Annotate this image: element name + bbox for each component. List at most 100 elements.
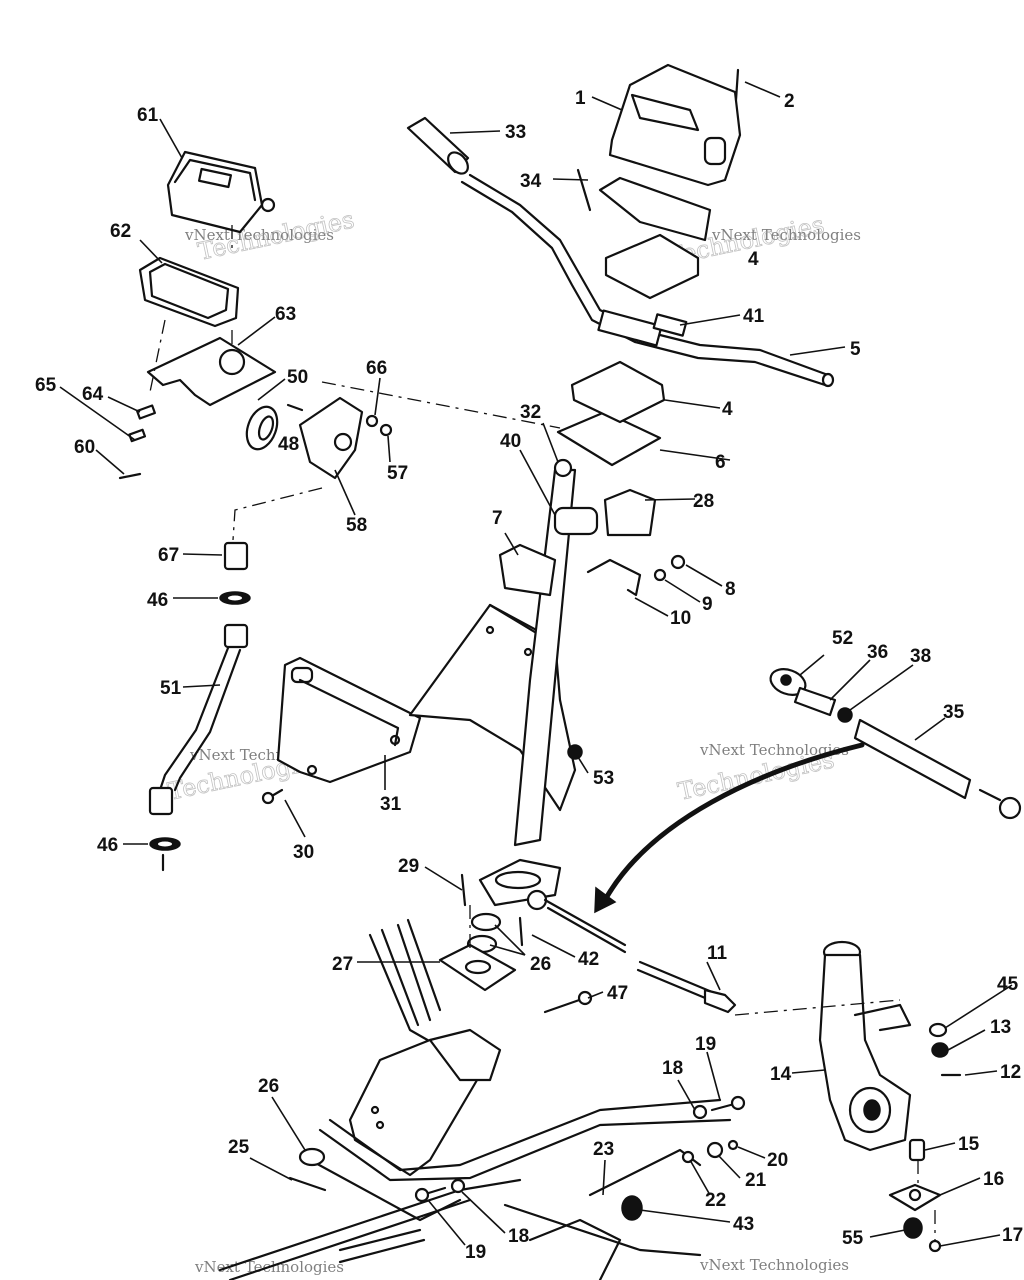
washer <box>653 568 667 582</box>
callout-label: 34 <box>520 171 542 192</box>
axle <box>338 1228 422 1252</box>
bushing <box>706 1141 724 1159</box>
callout-label: 20 <box>767 1150 788 1171</box>
callout-label: 27 <box>332 954 353 975</box>
callout-label: 26 <box>258 1076 279 1097</box>
callout-label: 12 <box>1000 1062 1021 1083</box>
callout-label: 58 <box>346 515 367 536</box>
washer <box>298 1147 326 1167</box>
callout-label: 36 <box>867 642 888 663</box>
callout-label: 1 <box>575 88 586 109</box>
bolt <box>518 916 524 947</box>
frame <box>218 918 732 1280</box>
handlebar-clamp-lower <box>570 360 666 424</box>
callout-label: 66 <box>366 358 387 379</box>
leader-lines <box>59 81 1013 1247</box>
callout-label: 13 <box>990 1017 1011 1038</box>
bolt <box>576 168 592 212</box>
callout-label: 16 <box>983 1169 1004 1190</box>
callout-label: 33 <box>505 122 526 143</box>
direction-arrow <box>594 742 865 914</box>
washer <box>928 1022 948 1038</box>
bearing-plate <box>438 943 517 992</box>
callout-label: 19 <box>695 1034 716 1055</box>
speedometer-housing <box>166 150 276 234</box>
tie-rod-outer <box>636 960 737 1014</box>
nut <box>553 458 573 478</box>
callout-label: 57 <box>387 463 408 484</box>
callout-label: 11 <box>707 943 728 964</box>
callout-label: 30 <box>293 842 314 863</box>
washer <box>365 414 379 428</box>
callout-label: 9 <box>702 594 713 615</box>
nut <box>670 554 686 570</box>
callout-label: 4 <box>748 249 759 270</box>
callout-label: 14 <box>770 1064 792 1085</box>
grommet <box>245 405 279 451</box>
callout-label: 10 <box>670 608 691 629</box>
washer <box>681 1150 695 1164</box>
watermark-text: vNext Technologies <box>711 226 861 244</box>
bushing-upper <box>603 488 657 537</box>
column-clamp <box>553 506 599 536</box>
callout-label: 29 <box>398 856 419 877</box>
watermark-text: vNext Technologies <box>699 741 849 759</box>
alignment-line <box>321 381 561 429</box>
callout-label: 19 <box>465 1242 486 1263</box>
handlebar-grip <box>406 116 470 175</box>
callout-label: 63 <box>275 304 296 325</box>
callout-label: 28 <box>693 491 714 512</box>
callout-label: 18 <box>508 1226 529 1247</box>
headlight-bracket <box>276 656 422 784</box>
bolt-head <box>261 791 275 805</box>
callout-label: 17 <box>1002 1225 1023 1246</box>
callout-label: 23 <box>593 1139 614 1160</box>
callout-label: 51 <box>160 678 182 699</box>
handlebar <box>460 173 835 388</box>
axle <box>588 1148 702 1197</box>
washer <box>470 912 502 932</box>
spindle <box>818 940 912 1152</box>
callout-label: 32 <box>520 402 541 423</box>
watermark-text: vNext Technologies <box>184 226 334 244</box>
callout-label: 40 <box>500 431 521 452</box>
bushing <box>903 1217 923 1239</box>
screw <box>734 68 740 102</box>
axle <box>503 1203 702 1257</box>
nut <box>931 1042 949 1058</box>
callout-label: 50 <box>287 367 308 388</box>
callout-label: 18 <box>662 1058 683 1079</box>
alignment-line <box>232 487 323 541</box>
callout-label: 62 <box>110 221 131 242</box>
bushing-lower <box>498 543 557 597</box>
callout-label: 45 <box>997 974 1019 995</box>
handlebar-cover <box>608 63 742 187</box>
callout-label: 5 <box>850 339 861 360</box>
cotter-pin <box>288 1176 327 1192</box>
callout-label: 35 <box>943 702 965 723</box>
clamp-strap <box>586 558 642 597</box>
callout-label: 8 <box>725 579 736 600</box>
callout-labels: 1 2 4 4 5 6 7 8 9 10 11 12 13 14 15 16 1… <box>35 88 1023 1263</box>
washer <box>450 1178 466 1194</box>
callout-label: 46 <box>147 590 168 611</box>
handlebar-clamp-upper <box>604 233 700 300</box>
mounting-plate <box>146 336 277 407</box>
watermark-text: vNext Technologies <box>699 1256 849 1274</box>
callout-label: 42 <box>578 949 599 970</box>
callout-label: 38 <box>910 646 931 667</box>
callout-label: 7 <box>492 508 503 529</box>
callout-label: 53 <box>593 768 614 789</box>
steering-post <box>478 468 577 907</box>
callout-label: 48 <box>278 434 299 455</box>
tie-rod-inner <box>526 889 627 954</box>
callout-label: 26 <box>530 954 551 975</box>
clip <box>727 1139 739 1151</box>
callout-label: 52 <box>832 628 853 649</box>
callout-label: 65 <box>35 375 57 396</box>
washer <box>692 1104 708 1120</box>
handlebar-clamp-base <box>556 410 662 467</box>
nut <box>379 423 393 437</box>
callout-label: 41 <box>743 306 765 327</box>
